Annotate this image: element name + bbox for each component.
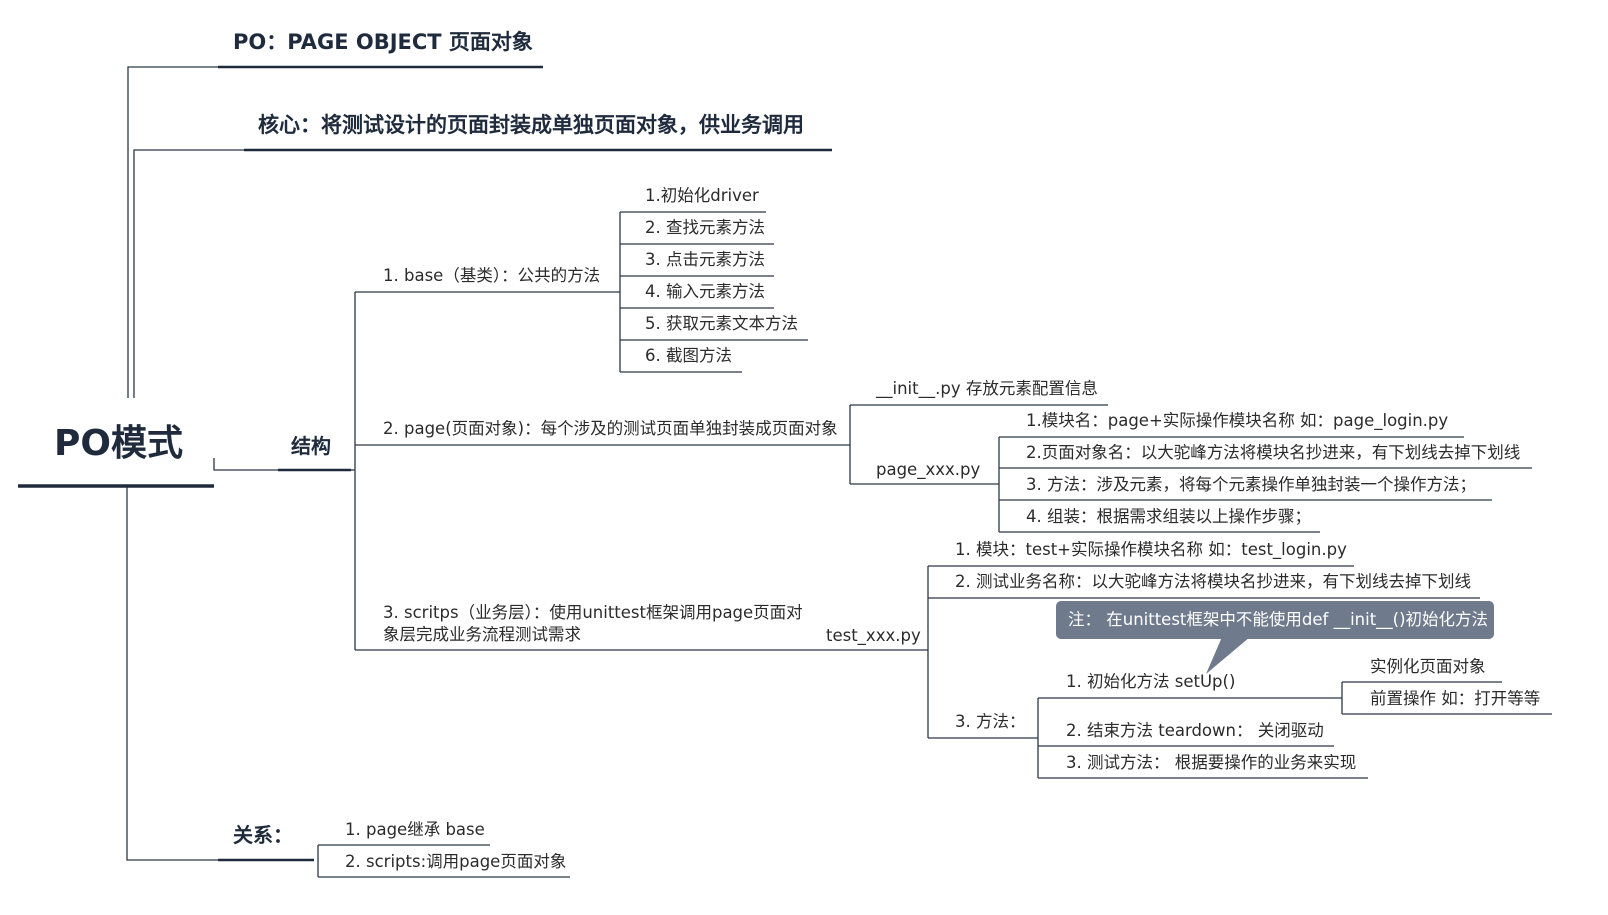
setup-item: 前置操作 如：打开等等 xyxy=(1370,689,1541,708)
relation-item: 2. scripts:调用page页面对象 xyxy=(345,852,567,871)
page-xxx-item: 4. 组装：根据需求组装以上操作步骤； xyxy=(1026,507,1311,526)
relation-label: 关系： xyxy=(233,823,293,847)
base-item: 2. 查找元素方法 xyxy=(645,218,765,237)
base-item: 1.初始化driver xyxy=(645,186,759,205)
po-definition: PO：PAGE OBJECT 页面对象 xyxy=(233,30,533,54)
scripts-label: 3. scritps（业务层）：使用unittest框架调用page页面对象层完… xyxy=(383,603,803,644)
setup-item: 实例化页面对象 xyxy=(1370,657,1486,676)
base-item: 5. 获取元素文本方法 xyxy=(645,314,798,333)
note-callout: 注： 在unittest框架中不能使用def __init__()初始化方法 xyxy=(1056,601,1494,639)
page-xxx-item: 1.模块名：page+实际操作模块名称 如：page_login.py xyxy=(1026,411,1449,430)
structure-label: 结构 xyxy=(291,434,331,458)
core-definition: 核心：将测试设计的页面封装成单独页面对象，供业务调用 xyxy=(258,113,804,137)
test-xxx-label: test_xxx.py xyxy=(826,626,921,645)
test-class-item: 2. 测试业务名称：以大驼峰方法将模块名抄进来，有下划线去掉下划线 xyxy=(955,572,1471,591)
test-method-item: 3. 测试方法： 根据要操作的业务来实现 xyxy=(1066,753,1357,772)
setup-label: 1. 初始化方法 setUp() xyxy=(1066,672,1236,691)
page-xxx-item: 2.页面对象名：以大驼峰方法将模块名抄进来，有下划线去掉下划线 xyxy=(1026,443,1521,462)
root-title: PO模式 xyxy=(54,423,183,464)
page-xxx-item: 3. 方法：涉及元素，将每个元素操作单独封装一个操作方法； xyxy=(1026,475,1476,494)
init-py-label: __init__.py 存放元素配置信息 xyxy=(876,379,1098,398)
base-item: 6. 截图方法 xyxy=(645,346,732,365)
base-item: 4. 输入元素方法 xyxy=(645,282,765,301)
page-label: 2. page(页面对象)：每个涉及的测试页面单独封装成页面对象 xyxy=(383,419,838,438)
teardown-item: 2. 结束方法 teardown： 关闭驱动 xyxy=(1066,721,1324,740)
methods-label: 3. 方法： xyxy=(955,712,1026,731)
relation-item: 1. page继承 base xyxy=(345,820,485,839)
test-module-item: 1. 模块：test+实际操作模块名称 如：test_login.py xyxy=(955,540,1347,559)
base-item: 3. 点击元素方法 xyxy=(645,250,765,269)
page-xxx-label: page_xxx.py xyxy=(876,460,981,479)
base-label: 1. base（基类）：公共的方法 xyxy=(383,266,601,285)
